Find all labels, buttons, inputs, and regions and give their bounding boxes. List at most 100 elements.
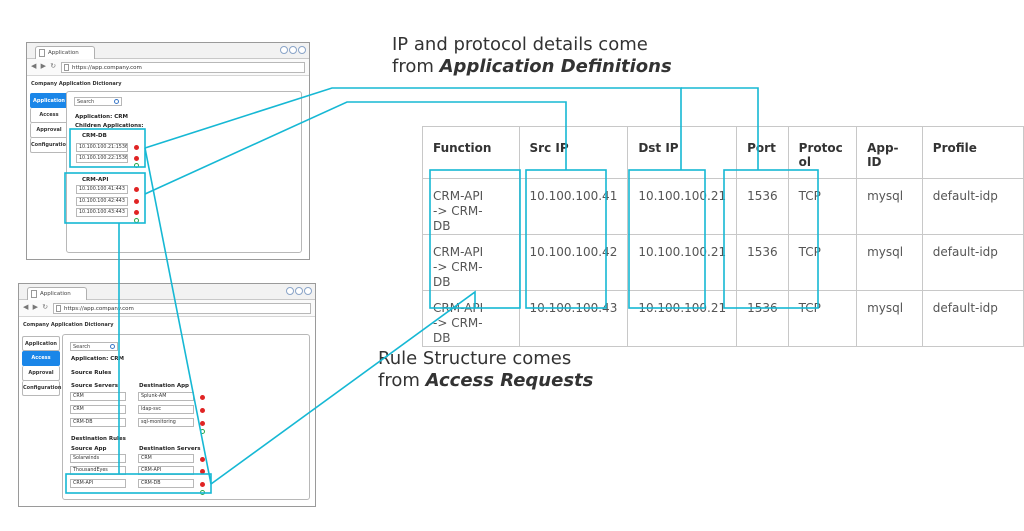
- cell-app-id: mysql: [856, 178, 923, 235]
- rule-field[interactable]: CRM: [138, 454, 194, 463]
- menu-access[interactable]: Access: [22, 351, 60, 366]
- remove-icon[interactable]: [200, 457, 205, 462]
- remove-icon[interactable]: [134, 187, 139, 192]
- add-icon[interactable]: [200, 490, 205, 495]
- maximize-button[interactable]: [295, 287, 303, 295]
- menu-configuration[interactable]: Configuration: [30, 138, 69, 153]
- close-button[interactable]: [304, 287, 312, 295]
- rule-field[interactable]: CRM-DB: [138, 479, 194, 488]
- rule-field[interactable]: sql-monitoring: [138, 418, 194, 427]
- rule-source-heading: Rule Structure comes from Access Request…: [378, 348, 593, 392]
- rule-field[interactable]: CRM: [70, 405, 126, 414]
- minimize-button[interactable]: [286, 287, 294, 295]
- window-controls: [280, 46, 306, 54]
- rule-field[interactable]: Solarwinds: [70, 454, 126, 463]
- ip-entry[interactable]: 10.100.100.21:1536: [76, 143, 128, 152]
- browser-tab[interactable]: Application: [27, 287, 87, 300]
- cell-profile: default-idp: [921, 178, 1024, 235]
- menu-access[interactable]: Access: [30, 108, 68, 123]
- remove-icon[interactable]: [200, 395, 205, 400]
- cell-function: CRM-API -> CRM-DB: [422, 178, 520, 235]
- title-bar: Application: [27, 43, 309, 59]
- app-title: Company Application Dictionary: [23, 322, 114, 328]
- cell-dst-ip: 10.100.100.21: [627, 234, 738, 291]
- cell-src-ip: 10.100.100.42: [518, 234, 629, 291]
- ip-heading-line1: IP and protocol details come: [392, 34, 648, 55]
- search-input[interactable]: Search: [70, 342, 118, 351]
- table-row: CRM-API -> CRM-DB 10.100.100.43 10.100.1…: [422, 290, 1024, 347]
- dest-rules-col1: Source App: [71, 446, 107, 452]
- table-row: CRM-API -> CRM-DB 10.100.100.41 10.100.1…: [422, 178, 1024, 235]
- rule-heading-emphasis: Access Requests: [425, 370, 594, 391]
- header-profile: Profile: [921, 126, 1024, 179]
- nav-bar: ◀ ▶ ↻ https://app.company.com: [27, 59, 309, 76]
- header-dst-ip: Dst IP: [627, 126, 738, 179]
- ip-entry[interactable]: 10.100.100.22:1536: [76, 154, 128, 163]
- rule-field[interactable]: ldap-svc: [138, 405, 194, 414]
- side-menu: Application Access Approval Configuratio…: [30, 93, 69, 153]
- application-label: Application: CRM: [75, 114, 128, 120]
- menu-configuration[interactable]: Configuration: [22, 381, 61, 396]
- ip-heading-emphasis: Application Definitions: [439, 56, 672, 77]
- header-protocol: Protocol: [787, 126, 858, 179]
- browser-tab[interactable]: Application: [35, 46, 95, 59]
- rule-heading-line2: from Access Requests: [378, 370, 594, 391]
- rule-field[interactable]: CRM-API: [138, 466, 194, 475]
- ip-heading-line2: from Application Definitions: [392, 56, 672, 77]
- access-window: Application ◀ ▶ ↻ https://app.company.co…: [18, 283, 316, 507]
- cell-src-ip: 10.100.100.43: [518, 290, 629, 347]
- rule-field[interactable]: ThousandEyes: [70, 466, 126, 475]
- search-icon: [114, 99, 119, 104]
- remove-icon[interactable]: [134, 210, 139, 215]
- ip-entry[interactable]: 10.100.100.41:443: [76, 185, 128, 194]
- maximize-button[interactable]: [289, 46, 297, 54]
- cell-port: 1536: [736, 178, 789, 235]
- source-rules-col2: Destination App: [139, 383, 189, 389]
- menu-approval[interactable]: Approval: [22, 366, 60, 381]
- page-icon: [56, 305, 61, 312]
- remove-icon[interactable]: [134, 199, 139, 204]
- cell-profile: default-idp: [921, 290, 1024, 347]
- cell-function: CRM-API -> CRM-DB: [422, 234, 520, 291]
- url-bar[interactable]: https://app.company.com: [61, 62, 305, 73]
- rule-table: Function Src IP Dst IP Port Protocol App…: [422, 126, 1024, 347]
- dest-rules-col2: Destination Servers: [139, 446, 201, 452]
- table-row: CRM-API -> CRM-DB 10.100.100.42 10.100.1…: [422, 234, 1024, 291]
- cell-app-id: mysql: [856, 234, 923, 291]
- remove-icon[interactable]: [200, 482, 205, 487]
- remove-icon[interactable]: [134, 156, 139, 161]
- rule-field[interactable]: Splunk-AM: [138, 392, 194, 401]
- app-title: Company Application Dictionary: [31, 81, 122, 87]
- rule-field[interactable]: CRM: [70, 392, 126, 401]
- remove-icon[interactable]: [200, 408, 205, 413]
- ip-entry[interactable]: 10.100.100.42:443: [76, 197, 128, 206]
- rule-field[interactable]: CRM-DB: [70, 418, 126, 427]
- cell-app-id: mysql: [856, 290, 923, 347]
- nav-arrows-icon[interactable]: ◀ ▶ ↻: [23, 303, 50, 311]
- search-input[interactable]: Search: [74, 97, 122, 106]
- cell-port: 1536: [736, 290, 789, 347]
- add-icon[interactable]: [134, 163, 139, 168]
- table-header-row: Function Src IP Dst IP Port Protocol App…: [422, 126, 1024, 179]
- cell-dst-ip: 10.100.100.21: [627, 178, 738, 235]
- dest-rules-label: Destination Rules: [71, 436, 126, 442]
- menu-approval[interactable]: Approval: [30, 123, 68, 138]
- menu-application[interactable]: Application: [30, 93, 68, 108]
- remove-icon[interactable]: [200, 469, 205, 474]
- cell-protocol: TCP: [787, 234, 858, 291]
- cell-src-ip: 10.100.100.41: [518, 178, 629, 235]
- page-icon: [64, 64, 69, 71]
- group-name-crm-api: CRM-API: [82, 177, 109, 183]
- minimize-button[interactable]: [280, 46, 288, 54]
- close-button[interactable]: [298, 46, 306, 54]
- add-icon[interactable]: [200, 429, 205, 434]
- add-icon[interactable]: [134, 218, 139, 223]
- remove-icon[interactable]: [134, 145, 139, 150]
- remove-icon[interactable]: [200, 421, 205, 426]
- url-bar[interactable]: https://app.company.com: [53, 303, 311, 314]
- menu-application[interactable]: Application: [22, 336, 60, 351]
- ip-entry[interactable]: 10.100.100.43:443: [76, 208, 128, 217]
- cell-port: 1536: [736, 234, 789, 291]
- rule-field[interactable]: CRM-API: [70, 479, 126, 488]
- nav-arrows-icon[interactable]: ◀ ▶ ↻: [31, 62, 58, 70]
